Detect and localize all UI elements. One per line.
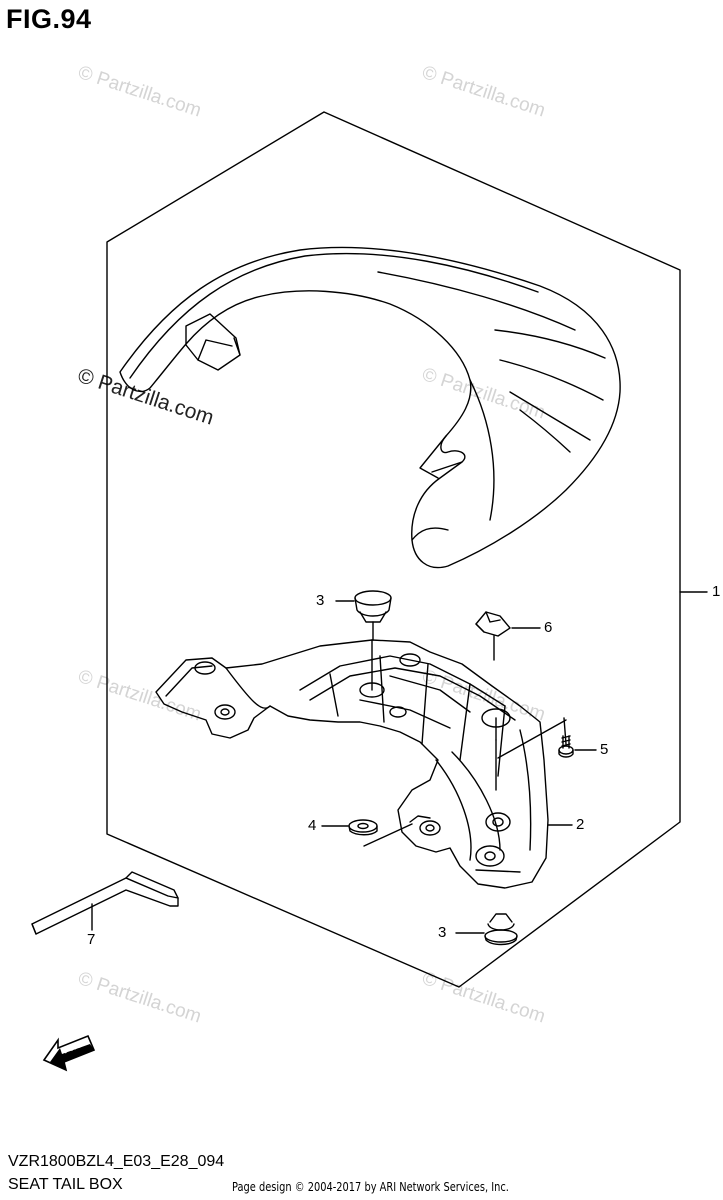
alignment-guide xyxy=(497,719,567,759)
model-code: VZR1800BZL4_E03_E28_094 xyxy=(8,1153,225,1170)
figure-title: FIG.94 xyxy=(6,4,92,34)
callout-7: 7 xyxy=(87,931,96,948)
alignment-guide xyxy=(363,823,413,847)
grommet-top xyxy=(354,590,392,641)
grommet-bottom xyxy=(484,913,518,946)
figure-caption: SEAT TAIL BOX xyxy=(8,1176,123,1193)
seat-tail-cover xyxy=(119,246,621,569)
carrier-bracket xyxy=(155,639,549,889)
callout-5: 5 xyxy=(600,741,609,758)
washer xyxy=(348,819,378,836)
alignment-guide xyxy=(563,717,567,745)
callout-1: 1 xyxy=(712,583,721,600)
callout-4: 4 xyxy=(308,817,317,834)
callout-3a: 3 xyxy=(316,592,325,609)
assembly-boundary xyxy=(106,111,681,988)
bolt xyxy=(558,735,574,758)
fwd-arrow-icon xyxy=(42,1034,96,1072)
hex-wrench xyxy=(31,871,179,935)
callout-2: 2 xyxy=(576,816,585,833)
copyright-credit: Page design © 2004-2017 by ARI Network S… xyxy=(232,1180,509,1194)
clip-nut xyxy=(475,611,511,661)
callout-3b: 3 xyxy=(438,924,447,941)
callout-6: 6 xyxy=(544,619,553,636)
